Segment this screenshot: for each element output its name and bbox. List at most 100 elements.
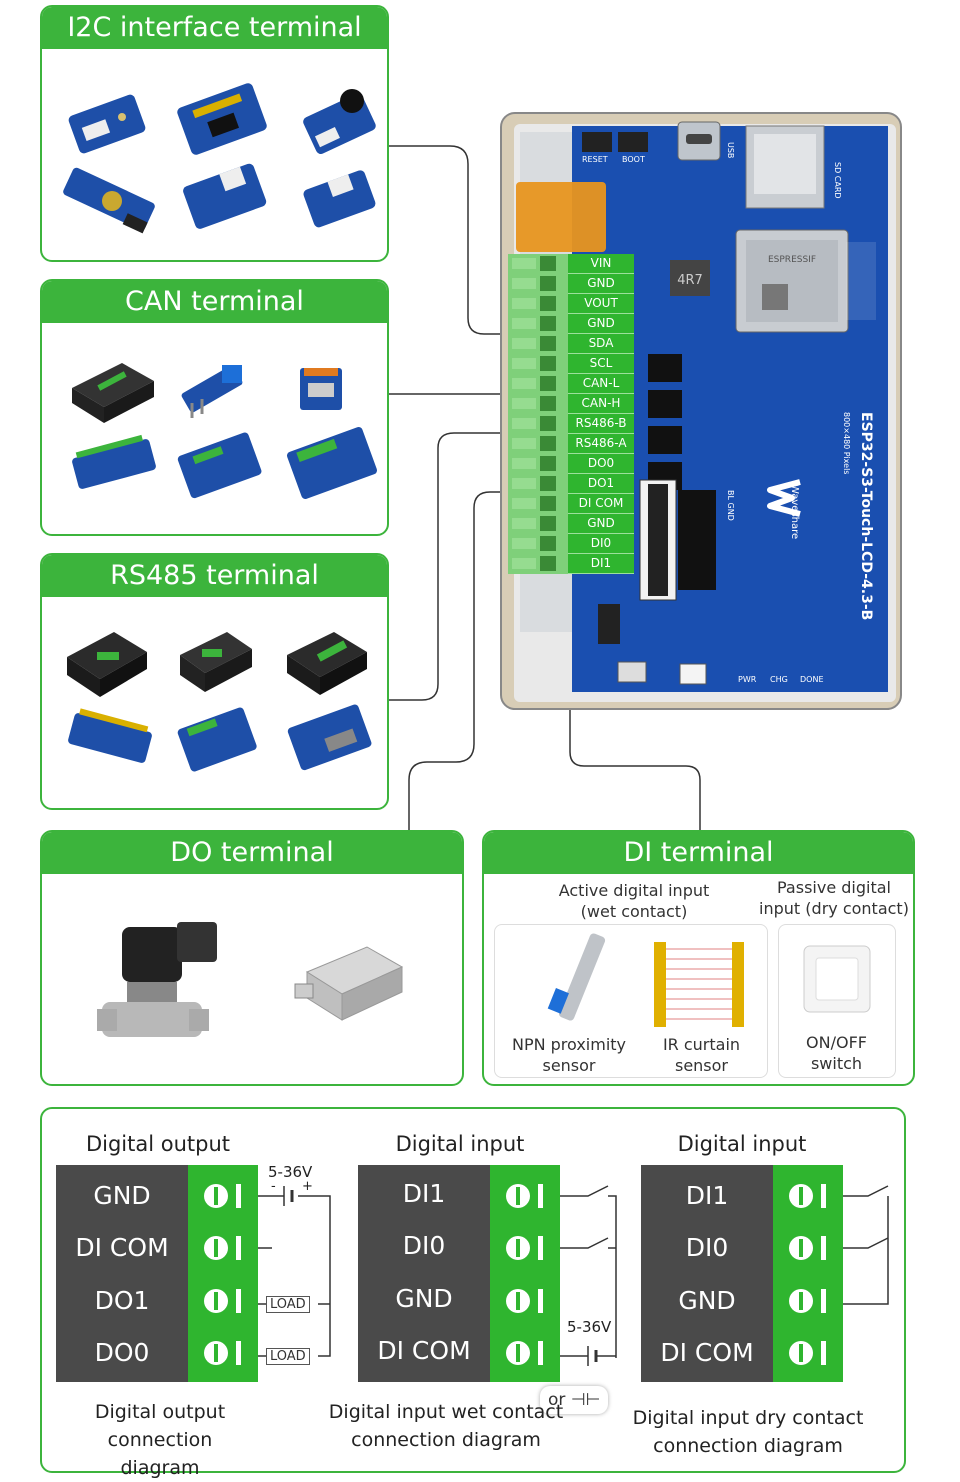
active-input-label: Active digital input (wet contact): [558, 881, 710, 921]
boot-button: [618, 132, 648, 152]
wire-do: [408, 491, 560, 830]
terminal-slot: [512, 478, 536, 489]
can-device-5: [177, 432, 262, 499]
battery-connector: [679, 663, 707, 685]
terminal-slot: [512, 518, 536, 529]
terminal-screw: [540, 416, 556, 431]
rs485-device-1: [67, 632, 147, 697]
pin-label-di0: DI0: [568, 534, 634, 554]
module-1: [68, 94, 146, 154]
terminal-screw: [540, 296, 556, 311]
terminal-slot: [512, 318, 536, 329]
module-3: [303, 89, 376, 155]
pin-label-can-l: CAN-L: [568, 374, 634, 394]
screw-icon: [506, 1184, 530, 1208]
can-device-4: [72, 434, 156, 489]
output-diagram-title: Digital output: [85, 1132, 231, 1156]
i2c-panel: I2C interface terminal: [40, 5, 389, 262]
rs485-modules-image: [67, 632, 372, 772]
pin-bar-icon: [821, 1184, 826, 1208]
terminal-slot: [512, 338, 536, 349]
can-panel-title: CAN terminal: [42, 281, 387, 323]
passive-input-label: Passive digital input (dry contact): [759, 878, 909, 918]
di-panel-title: DI terminal: [484, 832, 913, 874]
npn-sensor-image: [547, 933, 606, 1021]
screw-icon: [789, 1341, 813, 1365]
terminal-screw: [540, 536, 556, 551]
battery-switch: [617, 661, 647, 683]
terminal-screw: [540, 436, 556, 451]
pin-label-di-com: DI COM: [568, 494, 634, 514]
ir-curtain-image: [654, 942, 744, 1027]
rs485-device-3: [287, 632, 367, 695]
wire-di: [569, 560, 701, 830]
wire-rs485: [388, 432, 560, 701]
pin-bar-icon: [538, 1341, 543, 1365]
pin-bar-icon: [821, 1289, 826, 1313]
terminal-screw: [540, 336, 556, 351]
done-label: DONE: [800, 675, 824, 684]
rs485-device-5: [177, 707, 257, 772]
output-caption: Digital output connection diagram: [94, 1401, 226, 1479]
pin-label-gnd: GND: [568, 314, 634, 334]
screw-icon: [789, 1289, 813, 1313]
module-4: [63, 167, 155, 234]
pin-label-scl: SCL: [568, 354, 634, 374]
dry-screw-strip: [773, 1165, 843, 1382]
ic-column: [648, 354, 682, 490]
terminal-slot: [512, 398, 536, 409]
brand-label: Waveshare: [789, 484, 800, 539]
pin-bar-icon: [236, 1236, 241, 1260]
board-pixels: 800×480 Pixels: [842, 412, 851, 474]
npn-label: NPN proximity sensor: [511, 1035, 627, 1075]
do-panel: DO terminal: [40, 830, 464, 1086]
pin-bar-icon: [821, 1341, 826, 1365]
pin-label-do1: DO1: [568, 474, 634, 494]
terminal-screw: [540, 276, 556, 291]
dry-row-4: DI COM: [660, 1338, 754, 1367]
rs485-device-6: [287, 704, 372, 771]
or-battery-alt: or ⊣⊢: [540, 1386, 609, 1414]
terminal-screw: [540, 476, 556, 491]
wet-row-2: DI0: [402, 1231, 446, 1260]
load-box-1: LOAD: [266, 1296, 310, 1313]
pin-bar-icon: [538, 1184, 543, 1208]
can-modules-image: [72, 363, 378, 500]
terminal-screw: [540, 376, 556, 391]
module-5: [183, 163, 267, 229]
dry-diagram-title: Digital input: [677, 1132, 807, 1156]
rs485-device-2: [180, 632, 252, 692]
pin-bar-icon: [236, 1289, 241, 1313]
screw-icon: [204, 1341, 228, 1365]
switch-label: ON/OFF switch: [806, 1033, 867, 1073]
can-device-2: [181, 365, 243, 418]
solenoid-valve-image: [97, 922, 217, 1037]
flex-cable: [516, 182, 606, 252]
rs485-device-4: [68, 708, 152, 763]
terminal-slot: [512, 358, 536, 369]
dip-switch: [598, 604, 620, 644]
terminal-screw: [540, 556, 556, 571]
terminal-slot: [512, 258, 536, 269]
wet-voltage: 5-36V: [567, 1318, 612, 1336]
module-6: [303, 170, 376, 228]
terminal-slot: [512, 558, 536, 569]
module-2: [177, 83, 267, 155]
screw-icon: [204, 1236, 228, 1260]
terminal-slot: [512, 538, 536, 549]
terminal-screw: [540, 516, 556, 531]
rs485-panel-title: RS485 terminal: [42, 555, 387, 597]
output-voltage: 5-36V: [268, 1163, 313, 1181]
pin-label-gnd: GND: [568, 274, 634, 294]
pin-label-gnd: GND: [568, 514, 634, 534]
boot-label: BOOT: [622, 155, 645, 164]
screw-icon: [204, 1289, 228, 1313]
pin-label-sda: SDA: [568, 334, 634, 354]
i2c-panel-title: I2C interface terminal: [42, 7, 387, 49]
dry-terminal-block: DI1 DI0 GND DI COM: [641, 1165, 773, 1382]
can-device-6: [286, 426, 378, 500]
i2c-modules-image: [63, 83, 376, 234]
pwr-label: PWR: [738, 675, 757, 684]
wet-row-1: DI1: [402, 1179, 446, 1208]
screw-icon: [506, 1341, 530, 1365]
